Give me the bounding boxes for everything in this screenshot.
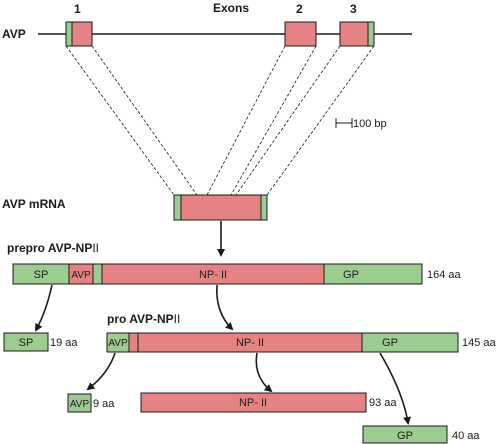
pro-length: 145 aa	[462, 337, 497, 349]
avp-fragment-box	[67, 393, 92, 413]
np-fragment-box	[140, 392, 367, 413]
prepro-gp-text: GP	[343, 269, 359, 281]
mrna-bar	[173, 194, 268, 221]
scale-label: 100 bp	[353, 118, 387, 130]
np-fragment-text: NP- II	[239, 397, 267, 409]
prepro-linker-segment	[92, 263, 103, 285]
prepro-avp-text: AVP	[71, 270, 91, 281]
pro-linker-segment	[128, 332, 139, 353]
pro-np-text: NP- II	[236, 337, 264, 349]
pro-gp-text: GP	[382, 337, 398, 349]
avp-fragment-text: AVP	[70, 399, 90, 410]
exon-3-coding	[339, 21, 369, 47]
exon-3-utr	[367, 21, 375, 47]
prepro-gp-segment	[323, 263, 423, 285]
np-fragment-length: 93 aa	[369, 397, 397, 409]
exon-1-coding	[71, 21, 93, 47]
arrow-to-sp	[35, 284, 53, 332]
prepro-sp-text: SP	[34, 269, 49, 281]
exon-number-2: 2	[296, 2, 303, 16]
prepro-np-text: NP- II	[199, 269, 227, 281]
pro-label: pro AVP-NPII	[107, 312, 180, 326]
exon-1-utr	[65, 21, 73, 47]
arrow-to-avp	[86, 352, 116, 391]
sp-fragment-box	[3, 332, 49, 352]
pro-bar	[106, 332, 459, 353]
mrna-label: AVP mRNA	[2, 197, 66, 211]
pro-gp-segment	[361, 332, 459, 353]
exon-number-3: 3	[350, 2, 357, 16]
gp-fragment-text: GP	[397, 430, 413, 442]
avp-fragment-length: 9 aa	[93, 398, 115, 410]
prepro-bar	[12, 263, 423, 285]
arrow-to-np	[255, 352, 273, 393]
prepro-label: prepro AVP-NPII	[7, 241, 99, 255]
exon-number-1: 1	[74, 2, 81, 16]
scale-bar	[335, 118, 353, 128]
arrow-to-pro	[215, 284, 234, 331]
pro-avp-text: AVP	[108, 338, 128, 349]
prepro-length: 164 aa	[427, 269, 462, 281]
gene-label: AVP	[2, 27, 26, 41]
exons-title: Exons	[213, 1, 249, 15]
gp-fragment-length: 40 aa	[452, 430, 480, 442]
exon-2-coding	[284, 21, 317, 47]
sp-fragment-text: SP	[19, 337, 34, 349]
splicing-dashed-lines	[65, 45, 375, 196]
arrow-to-gp	[379, 352, 411, 425]
gp-fragment-box	[362, 425, 448, 444]
sp-fragment-length: 19 aa	[50, 337, 78, 349]
